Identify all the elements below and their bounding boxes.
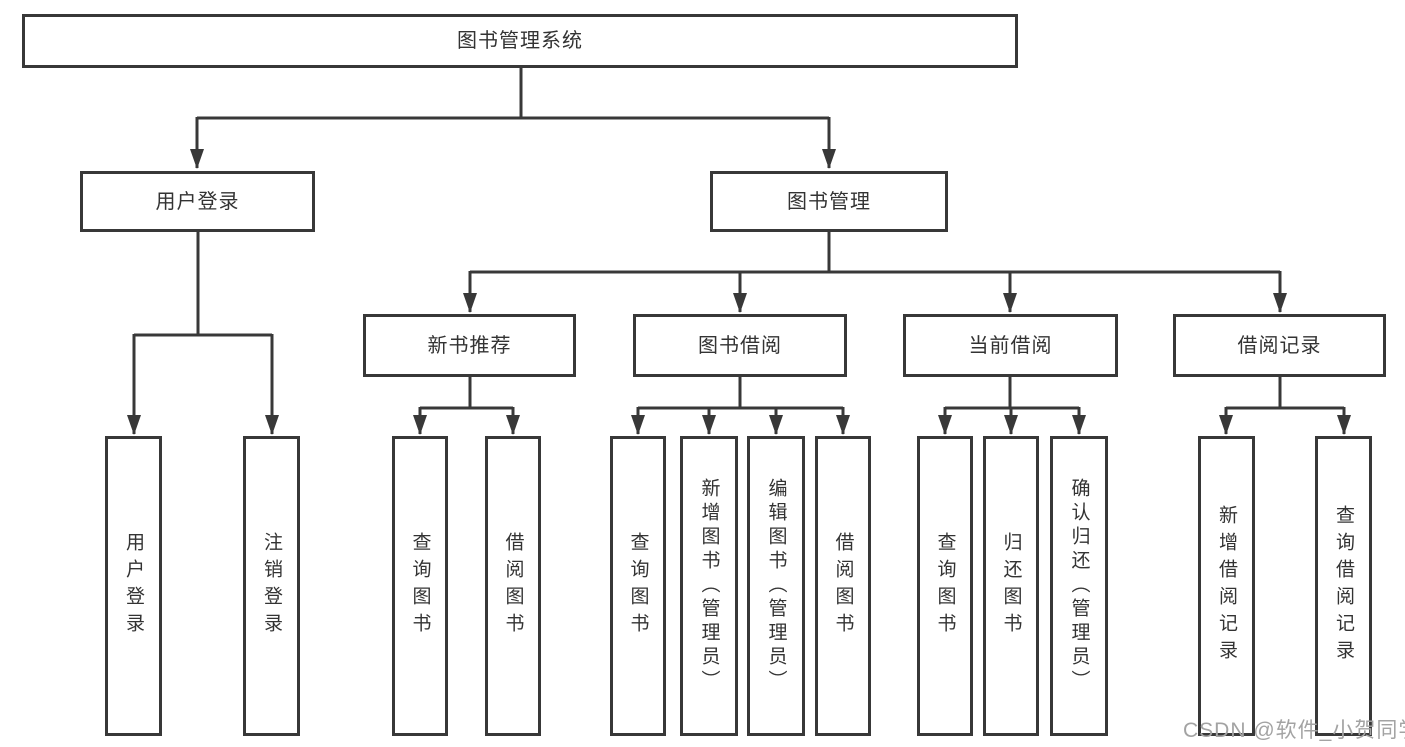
leaf-query-borrow-record: 查询借阅记录: [1315, 436, 1372, 736]
leaf-return-books: 归还图书: [983, 436, 1039, 736]
leaf-edit-books-admin: 编辑图书（管理员）: [747, 436, 805, 736]
node-book-borrowing: 图书借阅: [633, 314, 847, 377]
leaf-query-books-current: 查询图书: [917, 436, 973, 736]
node-new-book-recommendation: 新书推荐: [363, 314, 576, 377]
leaf-query-books-borrow: 查询图书: [610, 436, 666, 736]
leaf-borrow-books: 借阅图书: [815, 436, 871, 736]
leaf-query-books-recommend: 查询图书: [392, 436, 448, 736]
node-library-management-system: 图书管理系统: [22, 14, 1018, 68]
node-current-borrowing: 当前借阅: [903, 314, 1118, 377]
leaf-add-books-admin: 新增图书（管理员）: [680, 436, 738, 736]
leaf-confirm-return-admin: 确认归还（管理员）: [1050, 436, 1108, 736]
leaf-borrow-books-recommend: 借阅图书: [485, 436, 541, 736]
leaf-user-login: 用户登录: [105, 436, 162, 736]
node-book-management: 图书管理: [710, 171, 948, 232]
node-borrowing-records: 借阅记录: [1173, 314, 1386, 377]
csdn-watermark: CSDN @软件_小贺同学: [1183, 719, 1405, 742]
leaf-add-borrow-record: 新增借阅记录: [1198, 436, 1255, 736]
node-user-login: 用户登录: [80, 171, 315, 232]
leaf-logout: 注销登录: [243, 436, 300, 736]
